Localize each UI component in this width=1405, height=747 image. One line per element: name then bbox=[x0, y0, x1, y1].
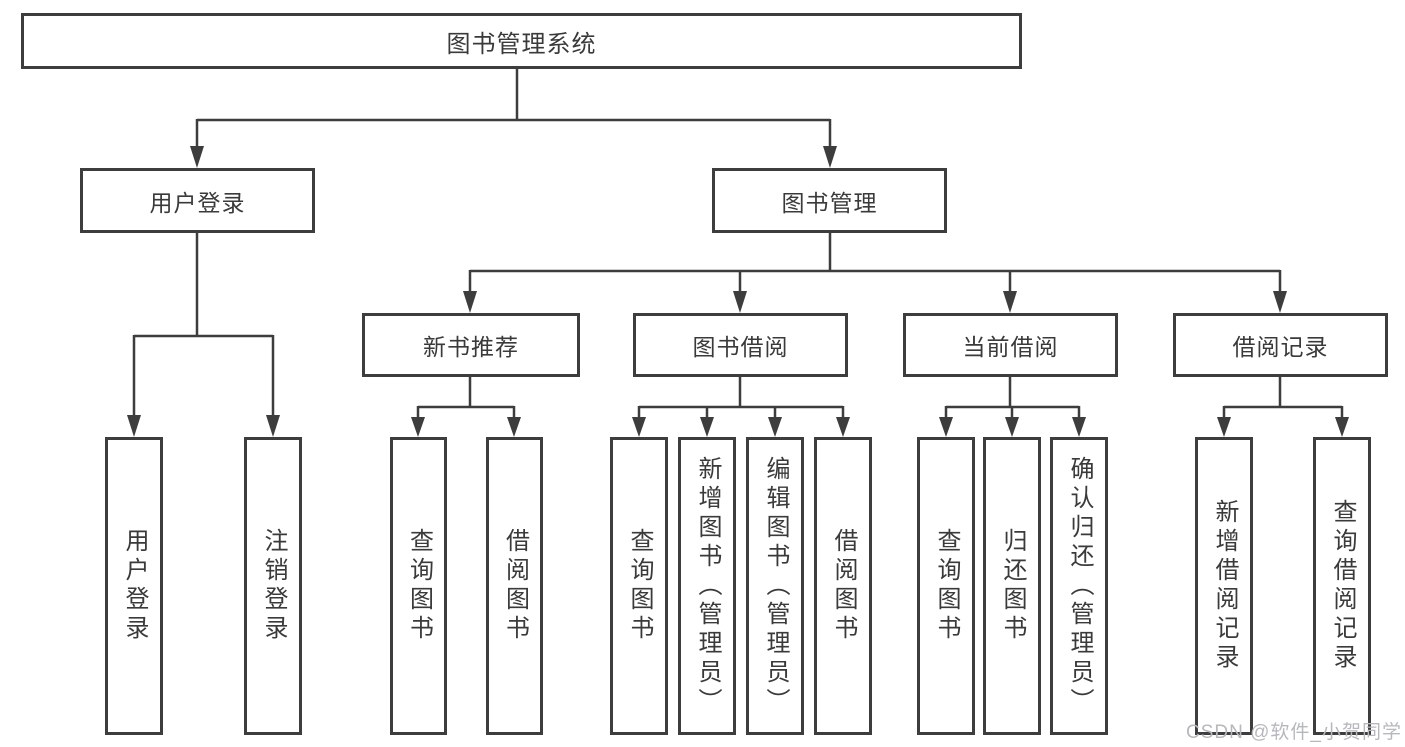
leaf-logout: 注销登录 bbox=[244, 437, 302, 735]
leaf-query-books-recommend: 查询图书 bbox=[390, 437, 447, 735]
leaf-query-books-current: 查询图书 bbox=[917, 437, 975, 735]
leaf-edit-books-admin-label: 编辑图书（管理员） bbox=[762, 455, 789, 717]
node-user-login-branch-label: 用户登录 bbox=[149, 189, 246, 216]
connector-root-to-level2 bbox=[190, 69, 837, 168]
node-borrowing-records-label: 借阅记录 bbox=[1232, 334, 1329, 360]
leaf-return-books-label: 归还图书 bbox=[999, 528, 1026, 644]
node-current-borrowing-label: 当前借阅 bbox=[962, 334, 1059, 360]
leaf-add-borrow-record: 新增借阅记录 bbox=[1195, 437, 1253, 735]
leaf-user-login-label: 用户登录 bbox=[121, 528, 148, 644]
leaf-borrow-books-recommend-label: 借阅图书 bbox=[501, 528, 529, 644]
node-root-system-label: 图书管理系统 bbox=[446, 30, 597, 58]
leaf-logout-label: 注销登录 bbox=[260, 528, 287, 644]
leaf-query-books-borrowing: 查询图书 bbox=[610, 437, 668, 735]
connector-new-book-recommend-to-leaves bbox=[411, 377, 521, 437]
leaf-confirm-return-admin-label: 确认归还（管理员） bbox=[1066, 455, 1093, 717]
node-book-borrowing-label: 图书借阅 bbox=[692, 334, 789, 360]
connector-book-management-to-level3 bbox=[463, 233, 1287, 313]
node-new-book-recommend: 新书推荐 bbox=[362, 313, 580, 377]
leaf-query-borrow-record: 查询借阅记录 bbox=[1313, 437, 1371, 735]
node-user-login-branch: 用户登录 bbox=[80, 168, 315, 233]
leaf-borrow-books-borrowing: 借阅图书 bbox=[814, 437, 872, 735]
node-book-borrowing: 图书借阅 bbox=[633, 313, 848, 377]
connector-current-borrowing-to-leaves bbox=[939, 377, 1086, 437]
node-book-management-branch-label: 图书管理 bbox=[781, 189, 878, 216]
leaf-confirm-return-admin: 确认归还（管理员） bbox=[1050, 437, 1108, 735]
leaf-query-books-borrowing-label: 查询图书 bbox=[626, 528, 653, 644]
node-new-book-recommend-label: 新书推荐 bbox=[423, 334, 519, 360]
node-root-system: 图书管理系统 bbox=[21, 13, 1022, 69]
leaf-edit-books-admin: 编辑图书（管理员） bbox=[746, 437, 804, 735]
leaf-add-borrow-record-label: 新增借阅记录 bbox=[1211, 499, 1238, 673]
leaf-borrow-books-borrowing-label: 借阅图书 bbox=[830, 528, 857, 644]
leaf-user-login: 用户登录 bbox=[105, 437, 163, 735]
leaf-query-books-recommend-label: 查询图书 bbox=[405, 528, 433, 644]
node-current-borrowing: 当前借阅 bbox=[903, 313, 1118, 377]
leaf-query-books-current-label: 查询图书 bbox=[933, 528, 960, 644]
leaf-add-books-admin: 新增图书（管理员） bbox=[678, 437, 736, 735]
leaf-query-borrow-record-label: 查询借阅记录 bbox=[1329, 499, 1356, 673]
node-borrowing-records: 借阅记录 bbox=[1173, 313, 1388, 377]
leaf-add-books-admin-label: 新增图书（管理员） bbox=[694, 455, 721, 717]
csdn-watermark: CSDN @软件_小贺同学 bbox=[1186, 722, 1402, 743]
connector-user-login-to-leaves bbox=[127, 233, 280, 437]
node-book-management-branch: 图书管理 bbox=[712, 168, 947, 233]
leaf-return-books: 归还图书 bbox=[983, 437, 1041, 735]
connector-book-borrowing-to-leaves bbox=[632, 377, 850, 437]
connector-borrowing-records-to-leaves bbox=[1217, 377, 1349, 437]
leaf-borrow-books-recommend: 借阅图书 bbox=[486, 437, 543, 735]
